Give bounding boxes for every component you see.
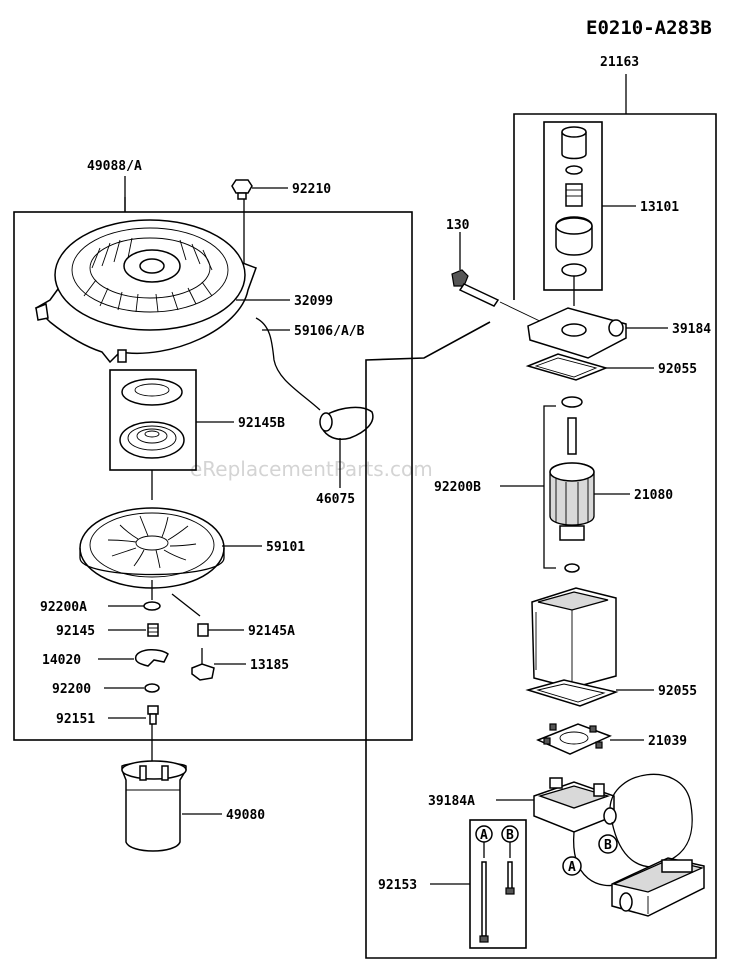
label-92145: 92145 (56, 624, 95, 639)
label-92210: 92210 (292, 182, 331, 197)
part-armature-21080[interactable] (500, 396, 630, 573)
label-21163: 21163 (600, 55, 639, 70)
part-drive-13101[interactable] (543, 121, 636, 306)
part-yoke[interactable] (531, 587, 617, 689)
label-92200a: 92200A (40, 600, 87, 615)
svg-text:B: B (604, 838, 612, 853)
part-bolt-130[interactable] (451, 232, 547, 325)
label-92200: 92200 (52, 682, 91, 697)
label-39184: 39184 (672, 322, 711, 337)
label-39184a: 39184A (428, 794, 475, 809)
bolt-b-letter: B (506, 828, 514, 843)
label-14020: 14020 (42, 653, 81, 668)
part-washer-92200[interactable] (104, 683, 160, 693)
label-92153: 92153 (378, 878, 417, 893)
label-92145b: 92145B (238, 416, 285, 431)
part-washer-92200a[interactable] (108, 601, 161, 611)
part-switch-box[interactable] (611, 857, 705, 917)
label-59106-a-b: 59106/A/B (294, 324, 365, 339)
part-recoil-housing-32099[interactable] (34, 219, 290, 364)
label-13101: 13101 (640, 200, 679, 215)
label-92055-top: 92055 (658, 362, 697, 377)
bolt-a-letter: A (480, 828, 488, 843)
part-rope-59106[interactable] (255, 317, 321, 411)
diagram-code: E0210-A283B (586, 17, 712, 39)
label-92151: 92151 (56, 712, 95, 727)
electric-starter-group: 21163 13101 130 (365, 55, 717, 959)
svg-text:A: A (568, 860, 576, 875)
label-21039: 21039 (648, 734, 687, 749)
label-49088-a: 49088/A (87, 159, 142, 174)
label-46075: 46075 (316, 492, 355, 507)
label-21080: 21080 (634, 488, 673, 503)
label-13185: 13185 (250, 658, 289, 673)
recoil-starter-box (13, 211, 413, 741)
label-130: 130 (446, 218, 470, 233)
part-gasket-92055-top[interactable] (525, 353, 654, 381)
label-59101: 59101 (266, 540, 305, 555)
callout-a-on-cap: A (562, 856, 582, 876)
part-spring-92145[interactable] (108, 623, 159, 637)
part-plate-13185[interactable] (191, 648, 246, 681)
label-92055-bottom: 92055 (658, 684, 697, 699)
label-32099: 32099 (294, 294, 333, 309)
part-screw-92151[interactable] (108, 705, 159, 725)
part-brush-plate-21039[interactable] (536, 723, 644, 755)
label-92200b: 92200B (434, 480, 481, 495)
part-spring-92145a[interactable] (171, 593, 244, 637)
recoil-starter-group: 49088/A 92210 (13, 159, 413, 770)
watermark: eReplacementParts.com (190, 457, 433, 481)
part-ratchet-14020[interactable] (98, 649, 169, 667)
part-bolt-92210[interactable] (231, 179, 288, 265)
part-cup-49080[interactable] (121, 760, 222, 852)
part-bracket-39184[interactable] (527, 307, 668, 359)
label-49080: 49080 (226, 808, 265, 823)
part-gasket-92055-bottom[interactable] (525, 679, 654, 707)
part-bolts-92153[interactable] (430, 819, 527, 949)
callout-b-on-cap: B (598, 834, 618, 854)
electric-starter-outline (365, 113, 717, 959)
part-reel-59101[interactable] (79, 507, 262, 589)
label-92145a: 92145A (248, 624, 295, 639)
part-spring-92145b[interactable] (109, 369, 234, 500)
